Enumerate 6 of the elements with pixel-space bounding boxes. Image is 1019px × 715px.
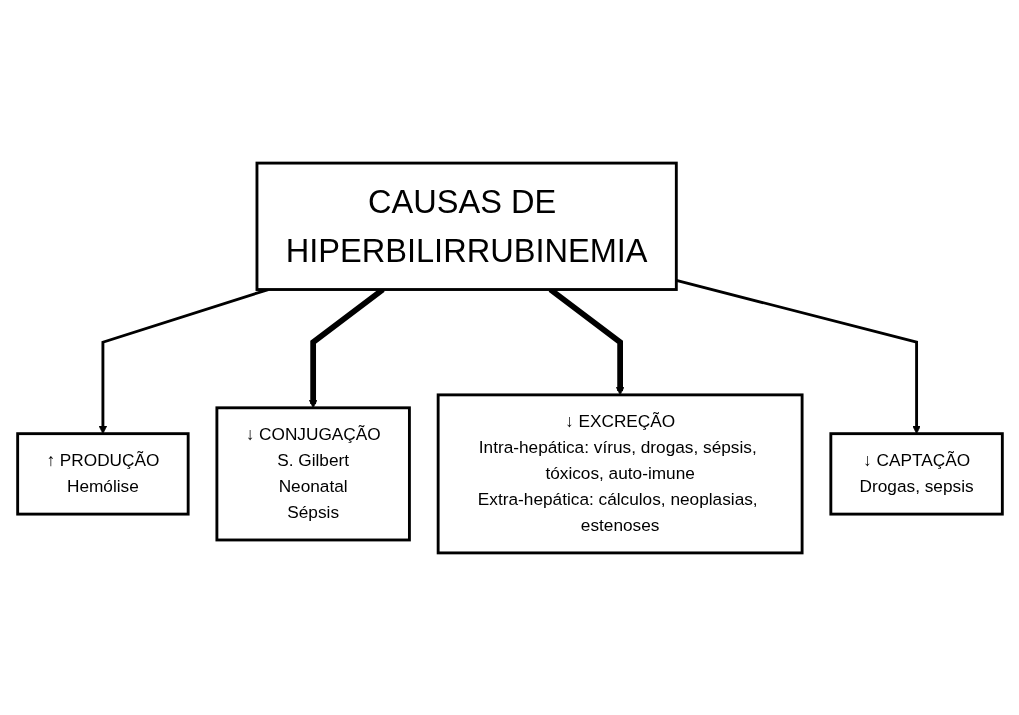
node-box: CAUSAS DE HIPERBILIRRUBINEMIA	[255, 161, 678, 291]
node-box: ↓ EXCREÇÃO Intra-hepática: vírus, drogas, sépsis, tóxicos, auto-imune Extra-hepática: cálculos, neoplasias, estenoses	[436, 392, 804, 554]
node-box: ↓ CONJUGAÇÃO S. Gilbert Neonatal Sépsis	[214, 405, 411, 541]
arrow	[675, 278, 921, 434]
node-box: ↑ PRODUÇÃO Hemólise	[15, 431, 190, 516]
node-box: ↓ CAPTAÇÃO Drogas, sepsis	[828, 431, 1004, 516]
